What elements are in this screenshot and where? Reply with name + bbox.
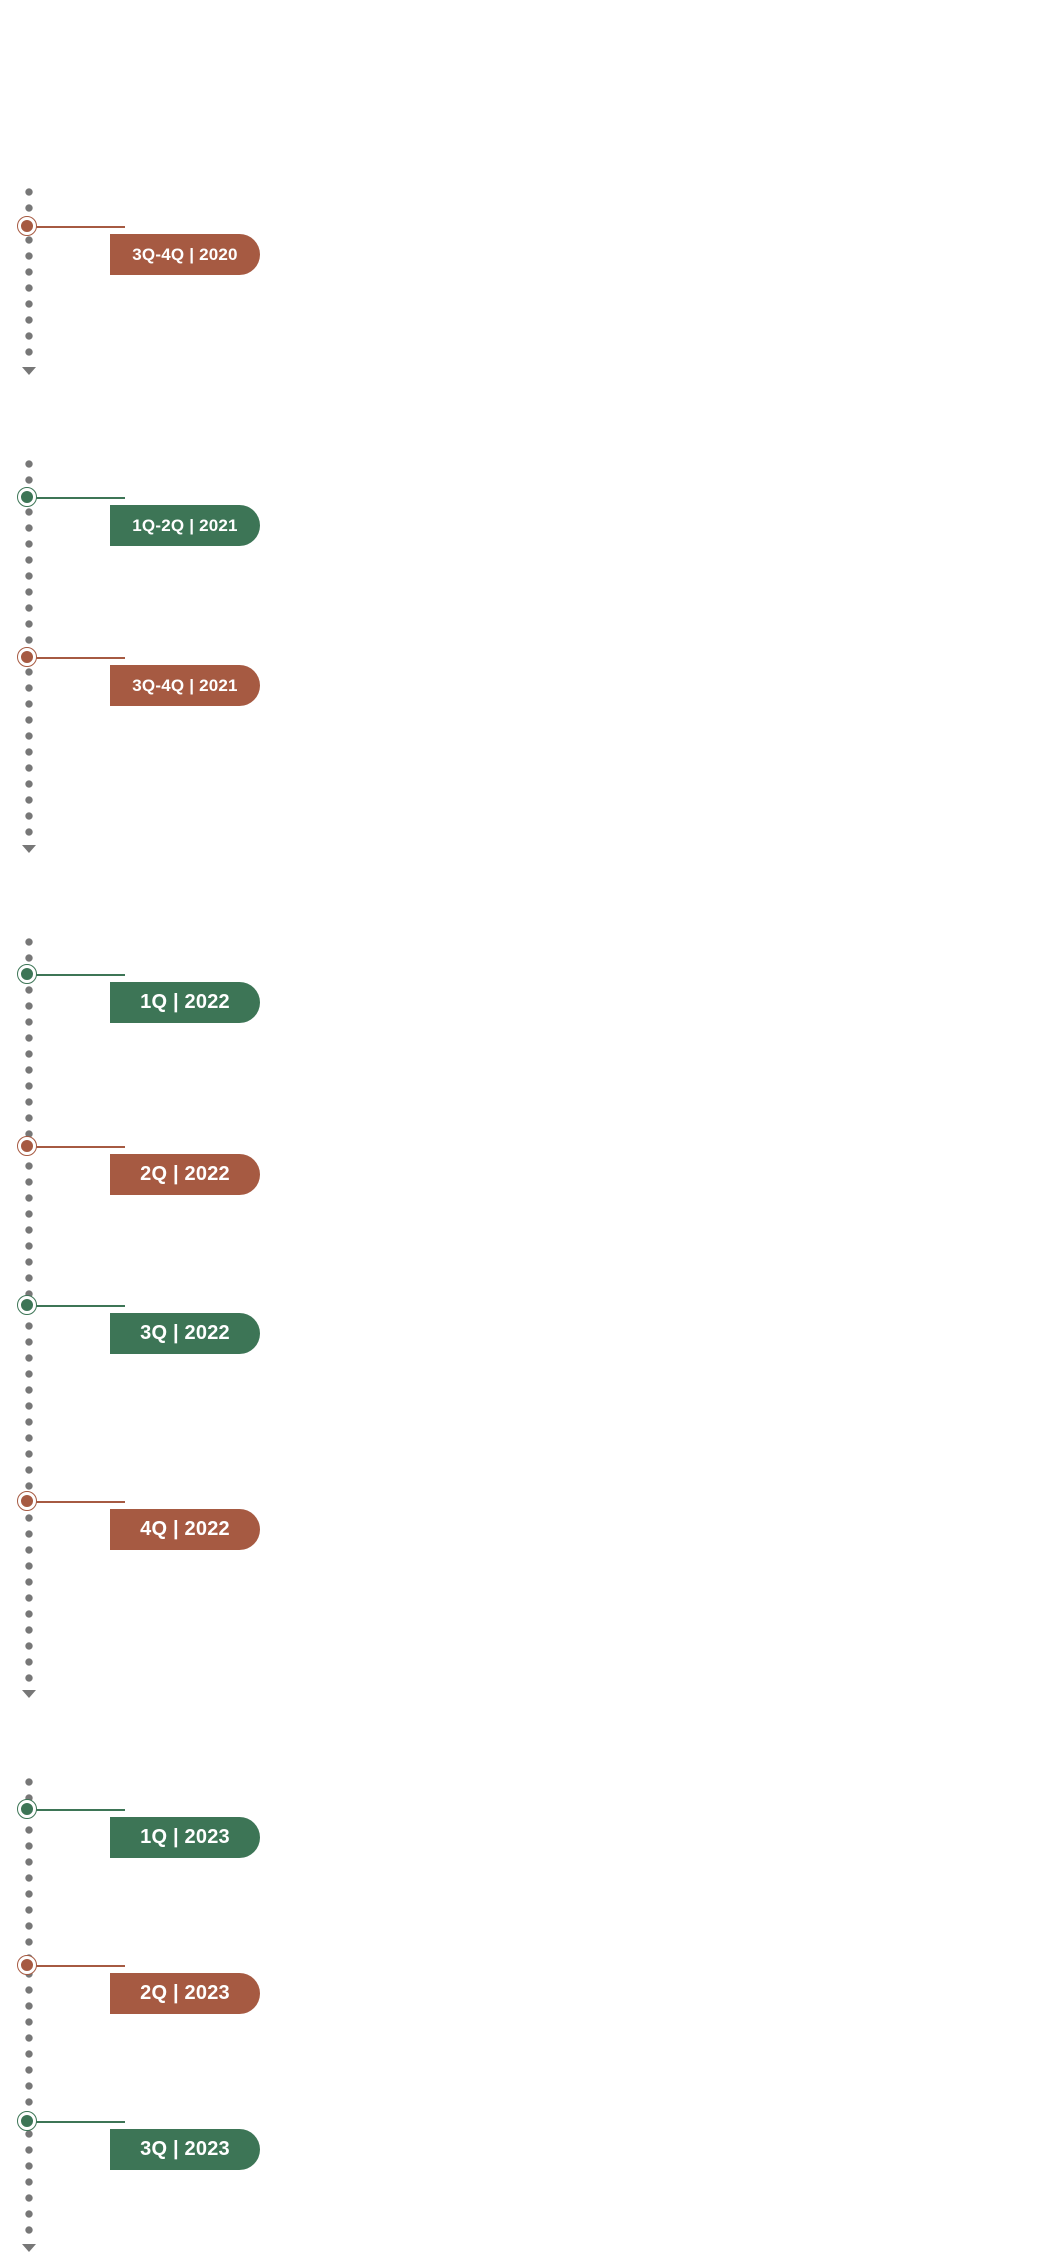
milestone-node-icon (19, 1493, 35, 1509)
milestone-connector (35, 226, 125, 228)
milestone-badge: 1Q | 2023 (110, 1817, 260, 1858)
timeline-dots-2020 (25, 188, 33, 364)
milestone-node-icon (19, 966, 35, 982)
timeline-arrow-2023-icon (22, 2244, 36, 2252)
milestone-badge: 3Q | 2022 (110, 1313, 260, 1354)
timeline-arrow-2020-icon (22, 367, 36, 375)
milestone-connector (35, 657, 125, 659)
milestone-badge: 3Q-4Q | 2021 (110, 665, 260, 706)
milestone-badge: 1Q-2Q | 2021 (110, 505, 260, 546)
milestone-connector (35, 2121, 125, 2123)
milestone-badge: 3Q | 2023 (110, 2129, 260, 2170)
milestone-node-icon (19, 1801, 35, 1817)
milestone-node-icon (19, 1297, 35, 1313)
milestone-badge: 4Q | 2022 (110, 1509, 260, 1550)
milestone-node-icon (19, 1957, 35, 1973)
milestone-3q-2022: 3Q | 2022 (0, 1295, 260, 1354)
timeline-arrow-2021-icon (22, 845, 36, 853)
milestone-node-icon (19, 218, 35, 234)
milestone-badge: 1Q | 2022 (110, 982, 260, 1023)
milestone-connector (35, 1809, 125, 1811)
timeline-dots-2023 (25, 1778, 33, 2242)
milestone-2q-2023: 2Q | 2023 (0, 1955, 260, 2014)
milestone-connector (35, 974, 125, 976)
milestone-badge: 3Q-4Q | 2020 (110, 234, 260, 275)
milestone-1q-2022: 1Q | 2022 (0, 964, 260, 1023)
milestone-connector (35, 1146, 125, 1148)
milestone-3q-4q-2020: 3Q-4Q | 2020 (0, 216, 260, 275)
milestone-4q-2022: 4Q | 2022 (0, 1491, 260, 1550)
milestone-1q-2023: 1Q | 2023 (0, 1799, 260, 1858)
milestone-node-icon (19, 1138, 35, 1154)
milestone-node-icon (19, 649, 35, 665)
milestone-2q-2022: 2Q | 2022 (0, 1136, 260, 1195)
milestone-node-icon (19, 2113, 35, 2129)
milestone-connector (35, 1305, 125, 1307)
milestone-badge: 2Q | 2023 (110, 1973, 260, 2014)
milestone-3q-4q-2021: 3Q-4Q | 2021 (0, 647, 260, 706)
milestone-3q-2023: 3Q | 2023 (0, 2111, 260, 2170)
timeline-arrow-2022-icon (22, 1690, 36, 1698)
milestone-connector (35, 497, 125, 499)
milestone-badge: 2Q | 2022 (110, 1154, 260, 1195)
milestone-connector (35, 1965, 125, 1967)
milestone-1q-2q-2021: 1Q-2Q | 2021 (0, 487, 260, 546)
milestone-node-icon (19, 489, 35, 505)
milestone-connector (35, 1501, 125, 1503)
